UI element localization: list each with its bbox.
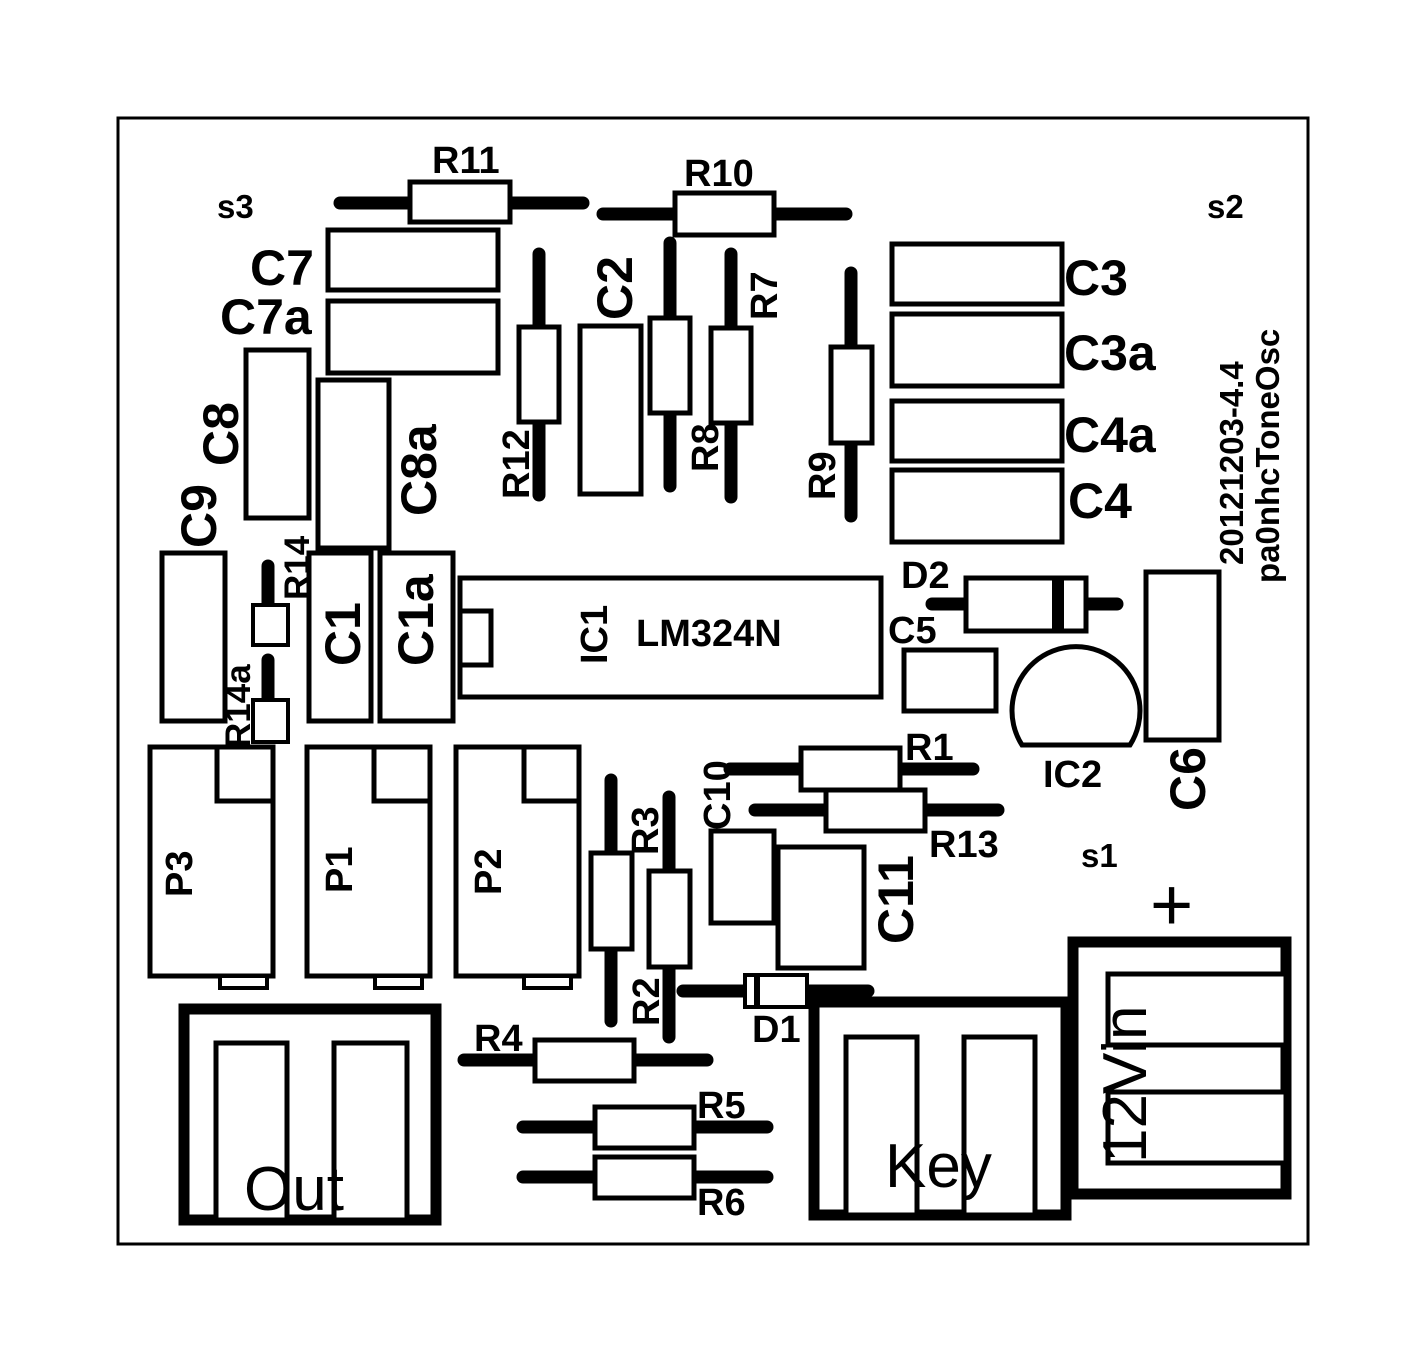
resistor-r12 bbox=[516, 247, 562, 502]
capacitor-c5 bbox=[901, 647, 999, 714]
label-c9: C9 bbox=[171, 484, 227, 548]
resistor-r3 bbox=[588, 773, 635, 1028]
resistor-r4 bbox=[457, 1037, 714, 1084]
label-r14: R14 bbox=[278, 535, 317, 600]
potentiometer-p2 bbox=[453, 744, 582, 990]
capacitor-c11 bbox=[775, 844, 867, 971]
label-c1a: C1a bbox=[388, 573, 444, 666]
label-c1: C1 bbox=[315, 602, 371, 666]
capacitor-c1a bbox=[377, 550, 456, 724]
label-c7: C7 bbox=[250, 240, 314, 296]
capacitor-c8 bbox=[243, 347, 312, 521]
label-version: 20121203-4.4 bbox=[1213, 361, 1250, 565]
capacitor-c3a bbox=[889, 311, 1065, 389]
label-c3: C3 bbox=[1064, 250, 1128, 306]
mount-hole-label-s2: s2 bbox=[1207, 188, 1244, 225]
resistor-r5 bbox=[516, 1104, 774, 1151]
capacitor-c3 bbox=[889, 241, 1065, 307]
label-c4: C4 bbox=[1068, 473, 1132, 529]
label-r10: R10 bbox=[684, 153, 754, 195]
capacitor-c10 bbox=[708, 828, 777, 926]
label-d2: D2 bbox=[901, 555, 950, 597]
label-r7: R7 bbox=[744, 271, 786, 320]
capacitor-c7 bbox=[325, 227, 501, 293]
connector-key bbox=[808, 996, 1072, 1221]
label-r11: R11 bbox=[432, 140, 500, 182]
capacitor-c4 bbox=[889, 467, 1065, 545]
label-ic1-part: LM324N bbox=[636, 613, 782, 655]
label-r1: R1 bbox=[905, 727, 954, 769]
connector-out bbox=[178, 1003, 442, 1226]
label-c5: C5 bbox=[888, 610, 937, 652]
label-ic1: IC1 bbox=[574, 605, 616, 664]
resistor-r6 bbox=[516, 1154, 774, 1201]
resistor-r2 bbox=[646, 790, 693, 1044]
potentiometer-p3 bbox=[147, 744, 276, 990]
label-ic2: IC2 bbox=[1043, 754, 1102, 796]
label-r5: R5 bbox=[697, 1085, 746, 1127]
label-out: Out bbox=[244, 1155, 344, 1224]
ic1-lm324n bbox=[457, 575, 884, 700]
resistor-r14 bbox=[251, 559, 290, 647]
label-d1: D1 bbox=[752, 1009, 801, 1051]
diode-d1 bbox=[676, 973, 875, 1009]
label-c8a: C8a bbox=[391, 423, 447, 516]
label-r14a: R14a bbox=[219, 664, 258, 748]
capacitor-c2 bbox=[577, 323, 644, 497]
resistor-r7 bbox=[708, 247, 754, 504]
label-r4: R4 bbox=[474, 1018, 523, 1060]
label-r6: R6 bbox=[697, 1182, 746, 1224]
label-key: Key bbox=[885, 1132, 992, 1201]
capacitor-c1 bbox=[306, 550, 374, 724]
label-r12: R12 bbox=[496, 429, 538, 499]
capacitor-c6 bbox=[1143, 569, 1222, 743]
resistor-r9 bbox=[828, 266, 875, 523]
potentiometer-p1 bbox=[304, 744, 433, 990]
connector-12vin bbox=[1067, 936, 1292, 1200]
label-plus: + bbox=[1150, 863, 1193, 946]
resistor-r10 bbox=[596, 190, 853, 238]
label-r2: R2 bbox=[626, 977, 668, 1026]
label-c7a: C7a bbox=[220, 289, 313, 345]
label-c3a: C3a bbox=[1064, 325, 1157, 381]
label-p3: P3 bbox=[159, 851, 201, 897]
ic2-regulator bbox=[1009, 644, 1143, 748]
label-r13: R13 bbox=[929, 824, 999, 866]
label-p1: P1 bbox=[319, 847, 361, 893]
resistor-r11 bbox=[333, 179, 590, 225]
label-r8: R8 bbox=[685, 423, 727, 472]
resistor-r14a bbox=[251, 653, 290, 744]
label-p2: P2 bbox=[468, 849, 510, 895]
label-12vin: 12Vin bbox=[1091, 1006, 1160, 1163]
label-c2: C2 bbox=[587, 256, 643, 320]
label-c10: C10 bbox=[697, 760, 739, 830]
resistor-r8 bbox=[647, 236, 693, 493]
diode-d2 bbox=[925, 575, 1124, 634]
label-c8: C8 bbox=[193, 402, 249, 466]
label-c11: C11 bbox=[868, 855, 924, 944]
capacitor-c9 bbox=[159, 550, 228, 724]
resistor-r13 bbox=[748, 787, 1005, 834]
resistor-r1 bbox=[723, 745, 980, 793]
label-c4a: C4a bbox=[1064, 407, 1157, 463]
label-project: pa0nhcToneOsc bbox=[1249, 329, 1286, 583]
label-c6: C6 bbox=[1160, 747, 1216, 811]
capacitor-c4a bbox=[889, 398, 1065, 464]
capacitor-c7a bbox=[325, 298, 501, 376]
label-r9: R9 bbox=[802, 451, 844, 500]
label-r3: R3 bbox=[625, 806, 667, 855]
capacitor-c8a bbox=[315, 377, 392, 551]
mount-hole-label-s1: s1 bbox=[1081, 837, 1118, 874]
mount-hole-label-s3: s3 bbox=[217, 188, 254, 225]
